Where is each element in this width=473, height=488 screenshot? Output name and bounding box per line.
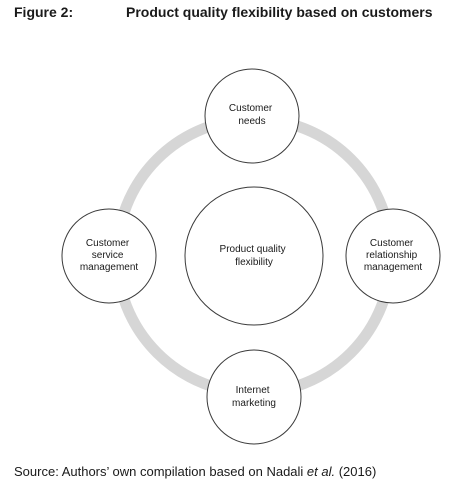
source-prefix: Source: Authors’ own compilation based o… <box>14 464 307 479</box>
node-customer-service-management: Customer service management <box>61 208 157 304</box>
node-crm-label: Customer relationship management <box>364 238 423 273</box>
node-crm-line-1: Customer <box>370 238 414 249</box>
node-internet-marketing: Internet marketing <box>206 349 302 445</box>
node-csm-line-3: management <box>80 262 139 273</box>
center-node: Product quality flexibility <box>184 186 324 326</box>
node-internet-marketing-line-1: Internet <box>236 385 270 396</box>
node-crm-line-2: relationship <box>366 250 418 261</box>
node-internet-marketing-label: Internet marketing <box>232 385 276 409</box>
node-csm-label: Customer service management <box>80 238 139 273</box>
diagram: Product quality flexibility Customer nee… <box>61 68 441 445</box>
node-internet-marketing-line-2: marketing <box>232 398 276 409</box>
node-customer-needs-line-2: needs <box>238 116 265 127</box>
node-csm-line-2: service <box>92 250 124 261</box>
figure-title: Product quality flexibility based on cus… <box>126 4 433 20</box>
node-customer-needs-circle <box>204 68 300 164</box>
center-node-circle <box>184 186 324 326</box>
source-caption: Source: Authors’ own compilation based o… <box>14 464 376 479</box>
figure-header: Figure 2: Product quality flexibility ba… <box>14 4 469 24</box>
node-customer-needs-line-1: Customer <box>229 103 273 114</box>
node-crm-line-3: management <box>364 262 423 273</box>
source-italic: et al. <box>306 464 336 479</box>
center-node-line-1: Product quality <box>220 244 286 255</box>
node-csm-circle <box>61 208 157 304</box>
node-customer-needs: Customer needs <box>204 68 300 164</box>
source-suffix: (2016) <box>335 464 377 479</box>
node-internet-marketing-circle <box>206 349 302 445</box>
center-node-label: Product quality flexibility <box>220 244 289 268</box>
node-customer-needs-label: Customer needs <box>229 103 275 127</box>
node-csm-line-1: Customer <box>86 238 130 249</box>
node-crm-circle <box>345 208 441 304</box>
center-node-line-2: flexibility <box>235 257 273 268</box>
node-customer-relationship-management: Customer relationship management <box>345 208 441 304</box>
figure-label: Figure 2: <box>14 4 74 20</box>
